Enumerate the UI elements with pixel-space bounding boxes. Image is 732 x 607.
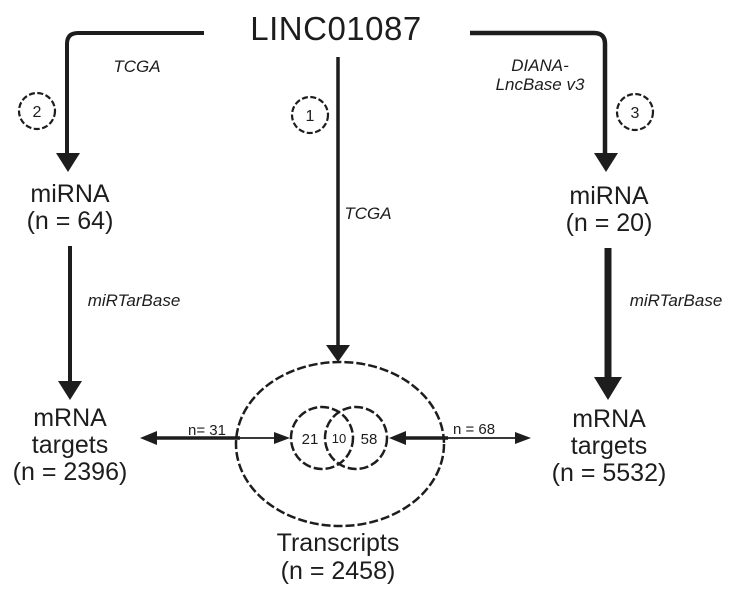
- arrow-title-to-right-mirna: [470, 30, 618, 172]
- title-linc01087: LINC01087: [250, 10, 421, 47]
- node-right-mrna-line2: targets: [571, 432, 647, 460]
- arrowhead-down-icon: [56, 153, 80, 172]
- label-diana-line1: DIANA-: [511, 56, 569, 75]
- step-badge-3-number: 3: [631, 105, 640, 122]
- node-right-mirna-line2: (n = 20): [566, 209, 653, 237]
- arrow-venn-to-right-mrna: n = 68: [389, 421, 531, 445]
- arrow-venn-to-left-mrna: n= 31: [140, 422, 290, 445]
- arrowhead-left-icon: [140, 431, 157, 445]
- label-mirtarbase-right: miRTarBase: [630, 291, 723, 310]
- arrowhead-right-icon: [274, 432, 290, 444]
- venn-overlap-count: 10: [332, 431, 346, 446]
- arrowhead-down-icon: [58, 381, 82, 400]
- label-tcga-center: TCGA: [344, 204, 391, 223]
- venn-outer-ellipse: [234, 360, 446, 528]
- node-left-mirna-line1: miRNA: [30, 180, 109, 208]
- node-right-mirna-line1: miRNA: [569, 182, 648, 210]
- node-transcripts-line2: (n = 2458): [281, 557, 396, 585]
- venn-diagram: 21 10 58: [234, 360, 446, 528]
- arrow-elbow-right-line: [470, 30, 608, 156]
- node-left-mrna-line2: targets: [32, 431, 108, 459]
- arrow-title-to-venn: [326, 57, 350, 362]
- arrowhead-left-icon: [389, 431, 406, 445]
- arrow-right-mirna-to-mrna: [594, 248, 622, 400]
- label-n31: n= 31: [188, 422, 226, 439]
- arrow-elbow-left-line: [65, 31, 204, 156]
- arrowhead-down-icon: [594, 377, 622, 400]
- step-badge-1-circle: [290, 95, 330, 135]
- label-tcga-left: TCGA: [113, 57, 160, 76]
- venn-right-count: 58: [361, 431, 378, 448]
- arrow-title-to-left-mirna: [56, 31, 204, 172]
- venn-left-circle: [289, 405, 355, 471]
- node-right-mrna-line3: (n = 5532): [552, 459, 667, 487]
- venn-right-circle: [323, 405, 389, 471]
- arrowhead-down-icon: [326, 345, 350, 362]
- node-transcripts-line1: Transcripts: [277, 529, 400, 557]
- venn-left-count: 21: [302, 431, 319, 448]
- step-badge-2-circle: [17, 91, 57, 131]
- arrowhead-right-icon: [515, 432, 531, 444]
- step-badge-1-number: 1: [306, 108, 315, 125]
- arrowhead-down-icon: [594, 153, 618, 172]
- node-left-mrna-line3: (n = 2396): [13, 458, 128, 486]
- node-left-mirna-line2: (n = 64): [27, 207, 114, 235]
- node-left-mrna-line1: mRNA: [33, 404, 107, 432]
- arrow-left-mirna-to-mrna: [58, 246, 82, 400]
- label-diana-line2: LncBase v3: [496, 75, 585, 94]
- label-mirtarbase-left: miRTarBase: [88, 291, 181, 310]
- node-right-mrna-line1: mRNA: [572, 405, 646, 433]
- label-n68: n = 68: [453, 421, 495, 438]
- step-badge-3-circle: [615, 92, 655, 132]
- step-badge-2-number: 2: [33, 104, 42, 121]
